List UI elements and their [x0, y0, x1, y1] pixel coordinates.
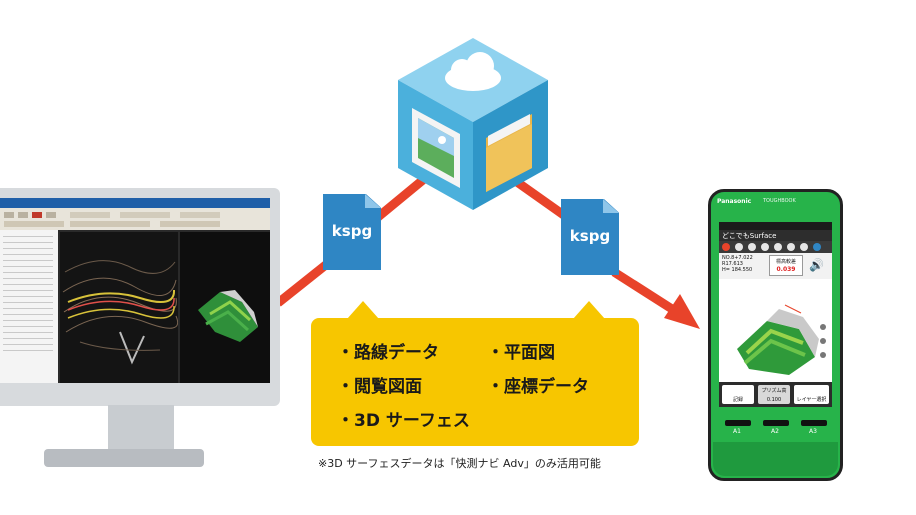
tool-icon[interactable] [774, 243, 782, 251]
cad-data-list [0, 230, 58, 383]
info-item-3d-surface: ・3D サーフェス [337, 411, 470, 431]
speaker-icon[interactable]: 🔊 [809, 258, 824, 272]
action-bar: 記録 プリズム高 0.100 レイヤー選択 [719, 382, 832, 407]
kspg-file-left: kspg [323, 194, 381, 270]
cloud-icon [445, 52, 501, 91]
tool-icon[interactable] [722, 243, 730, 251]
softkey-a3[interactable] [801, 420, 827, 426]
info-item-coordinate-data: ・座標データ [487, 377, 589, 397]
tool-icon[interactable] [787, 243, 795, 251]
cad-toolbar [0, 208, 270, 230]
cad-plan-drawing [62, 260, 178, 365]
kspg-file-right: kspg [561, 199, 619, 275]
app-bar: どこでもSurface [719, 230, 832, 241]
softkey-a1-label: A1 [733, 428, 741, 435]
info-item-route-data: ・路線データ [337, 343, 439, 363]
connector-file-to-phone [611, 268, 675, 313]
app-toolbar [719, 241, 832, 253]
softkey-a1[interactable] [725, 420, 751, 426]
folder-icon [486, 114, 532, 192]
measurement-panel: NO.8+7.022 R17.613 H= 184.550 標高較差 0.039… [719, 253, 832, 279]
cad-toolbar-icons [4, 212, 220, 227]
softkey-a2[interactable] [763, 420, 789, 426]
prism-height-button[interactable]: プリズム高 0.100 [758, 385, 790, 404]
device-screen: どこでもSurface NO.8+7.022 R17.613 H= 184.55… [719, 222, 832, 407]
surface-3d-view [737, 304, 826, 375]
photo-icon [412, 108, 460, 188]
device-bumper [713, 442, 838, 476]
info-item-plan-view: ・平面図 [487, 343, 555, 363]
cad-3d-view [180, 232, 270, 383]
station-height: H= 184.550 [722, 267, 753, 273]
record-button-label: 記録 [732, 397, 743, 403]
softkey-a3-label: A3 [809, 428, 817, 435]
station-offset: R17.613 [722, 261, 743, 267]
status-bar [719, 222, 832, 230]
arrowhead-to-phone [664, 294, 700, 329]
monitor-stand-neck [108, 405, 174, 451]
footnote: ※3D サーフェスデータは「快測ナビ Adv」のみ活用可能 [318, 457, 601, 470]
data-types-callout: ・路線データ ・平面図 ・閲覧図面 ・座標データ ・3D サーフェス [311, 301, 639, 446]
tool-icon[interactable] [800, 243, 808, 251]
elevation-difference-label: 標高較差 [775, 259, 796, 265]
elevation-difference-box: 標高較差 0.039 [769, 255, 803, 276]
device-brand: Panasonic [717, 198, 752, 205]
cad-titlebar [0, 198, 270, 208]
tool-icon[interactable] [813, 243, 821, 251]
cad-3d-surface [198, 290, 258, 342]
elevation-difference-value: 0.039 [776, 266, 796, 273]
device-model: TOUGHBOOK [763, 198, 796, 204]
app-title: どこでもSurface [722, 232, 777, 240]
monitor-screen [0, 198, 270, 383]
record-button[interactable]: 記録 [722, 385, 754, 404]
cloud-storage-cube [398, 38, 548, 210]
monitor-stand-base [44, 449, 204, 467]
cad-plan-view [60, 232, 178, 383]
layer-select-label: レイヤー選択 [796, 397, 827, 403]
prism-height-label: プリズム高 [761, 388, 787, 394]
tool-icon[interactable] [735, 243, 743, 251]
layer-select-button[interactable]: レイヤー選択 [794, 385, 829, 404]
tool-icon[interactable] [761, 243, 769, 251]
softkey-a2-label: A2 [771, 428, 779, 435]
info-item-reference-drawing: ・閲覧図面 [337, 377, 422, 397]
prism-height-value: 0.100 [766, 397, 782, 403]
file-label: kspg [331, 222, 373, 240]
station-number: NO.8+7.022 [722, 255, 753, 261]
tool-icon[interactable] [748, 243, 756, 251]
station-readout: NO.8+7.022 R17.613 H= 184.550 [722, 255, 753, 273]
tablet-device: Panasonic TOUGHBOOK どこでもSurface NO.8+7.0… [708, 189, 843, 481]
file-label: kspg [569, 227, 611, 245]
